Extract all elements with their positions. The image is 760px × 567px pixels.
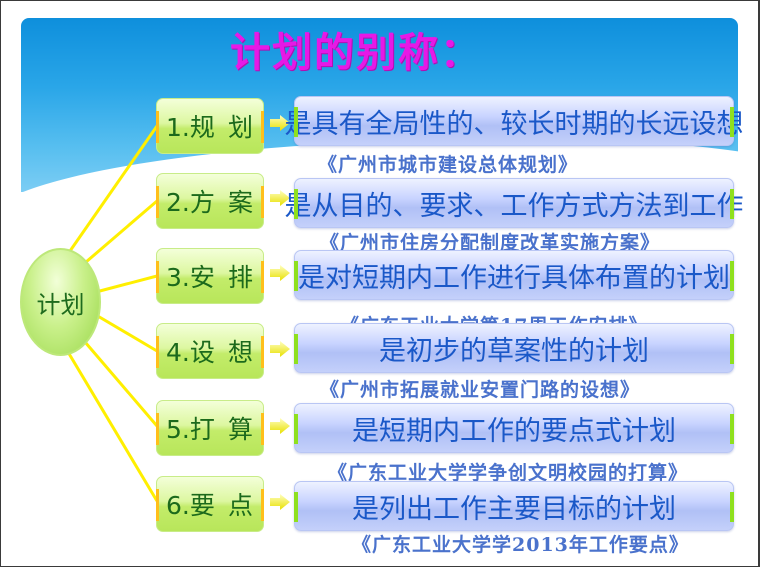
- source-citation-2: 《广州市住房分配制度改革实施方案》: [320, 232, 661, 254]
- label-num: 1.规: [166, 113, 215, 142]
- arrow-right-icon: [270, 494, 290, 510]
- connector-line-3: [95, 274, 158, 294]
- source-citation-4: 《广州市拓展就业安置门路的设想》: [320, 379, 641, 401]
- arrow-right-icon: [270, 265, 290, 281]
- description-box-3: 是对短期内工作进行具体布置的计划: [294, 250, 734, 300]
- source-citation-6: 《广东工业大学学2013年工作要点》: [352, 534, 689, 556]
- connector-line-2: [85, 199, 158, 264]
- arrow-right-icon: [270, 341, 290, 357]
- source-citation-1: 《广州市城市建设总体规划》: [318, 154, 579, 176]
- connector-line-6: [66, 351, 159, 502]
- center-node: 计划: [20, 248, 101, 356]
- arrow-right-icon: [270, 418, 290, 434]
- label-word: 案: [227, 188, 253, 217]
- center-node-label: 计划: [36, 290, 85, 319]
- description-box-4: 是初步的草案性的计划: [294, 323, 734, 373]
- description-box-5: 是短期内工作的要点式计划: [294, 403, 734, 453]
- label-box-5: 5.打 算: [156, 400, 264, 456]
- description-box-1: 是具有全局性的、较长时期的长远设想: [285, 96, 744, 146]
- label-word: 算: [227, 415, 253, 444]
- connector-line-5: [83, 341, 159, 427]
- label-box-2: 2.方 案: [156, 173, 264, 229]
- label-box-4: 4.设 想: [156, 323, 264, 379]
- description-text: 是初步的草案性的计划: [379, 335, 649, 367]
- connector-line-4: [95, 313, 158, 353]
- description-text: 是列出工作主要目标的计划: [352, 493, 676, 525]
- label-word: 排: [227, 263, 253, 292]
- label-num: 5.打: [166, 415, 215, 444]
- description-text: 是从目的、要求、工作方式方法到工作: [284, 190, 744, 222]
- label-box-6: 6.要 点: [156, 476, 264, 532]
- source-citation-5: 《广东工业大学学争创文明校园的打算》: [328, 462, 689, 484]
- arrow-right-icon: [270, 115, 290, 131]
- label-word: 点: [227, 491, 253, 520]
- connector-line-1: [68, 125, 159, 252]
- label-word: 想: [227, 338, 253, 367]
- description-text: 是短期内工作的要点式计划: [352, 415, 676, 447]
- label-num: 3.安: [166, 263, 215, 292]
- label-num: 4.设: [166, 338, 215, 367]
- label-box-3: 3.安 排: [156, 248, 264, 304]
- description-text: 是具有全局性的、较长时期的长远设想: [284, 108, 744, 140]
- slide-title: 计划的别称：: [230, 29, 482, 76]
- arrow-right-icon: [270, 190, 290, 206]
- label-word: 划: [227, 113, 253, 142]
- description-text: 是对短期内工作进行具体布置的计划: [298, 262, 730, 294]
- description-box-2: 是从目的、要求、工作方式方法到工作: [285, 178, 744, 228]
- label-num: 6.要: [166, 491, 215, 520]
- description-box-6: 是列出工作主要目标的计划: [294, 481, 734, 531]
- label-box-1: 1.规 划: [156, 98, 264, 154]
- label-num: 2.方: [166, 188, 215, 217]
